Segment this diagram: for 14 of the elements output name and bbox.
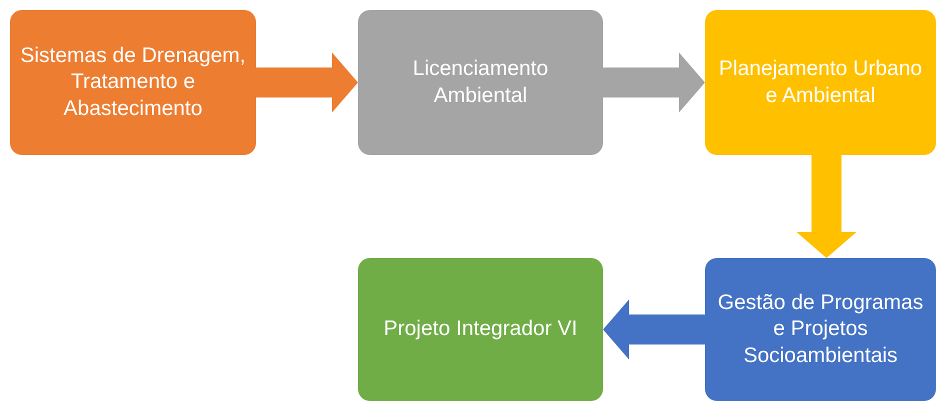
block-arrow (256, 52, 358, 112)
block-arrow (603, 52, 705, 112)
box-label: Projeto Integrador VI (384, 316, 578, 342)
process-box (705, 258, 936, 401)
box-label: Planejamento Urbano e Ambiental (718, 56, 924, 108)
process-box (10, 10, 256, 155)
block-arrow (796, 155, 856, 258)
box-label: Sistemas de Drenagem, Tratamento e Abastecimento (20, 43, 246, 122)
process-box (358, 10, 603, 155)
box-label: Licenciamento Ambiental (412, 56, 550, 108)
box-label: Gestão de Programas e Projetos Socioambientais (716, 290, 924, 369)
process-box (358, 258, 603, 401)
block-arrow (603, 300, 705, 360)
process-box (705, 10, 936, 155)
